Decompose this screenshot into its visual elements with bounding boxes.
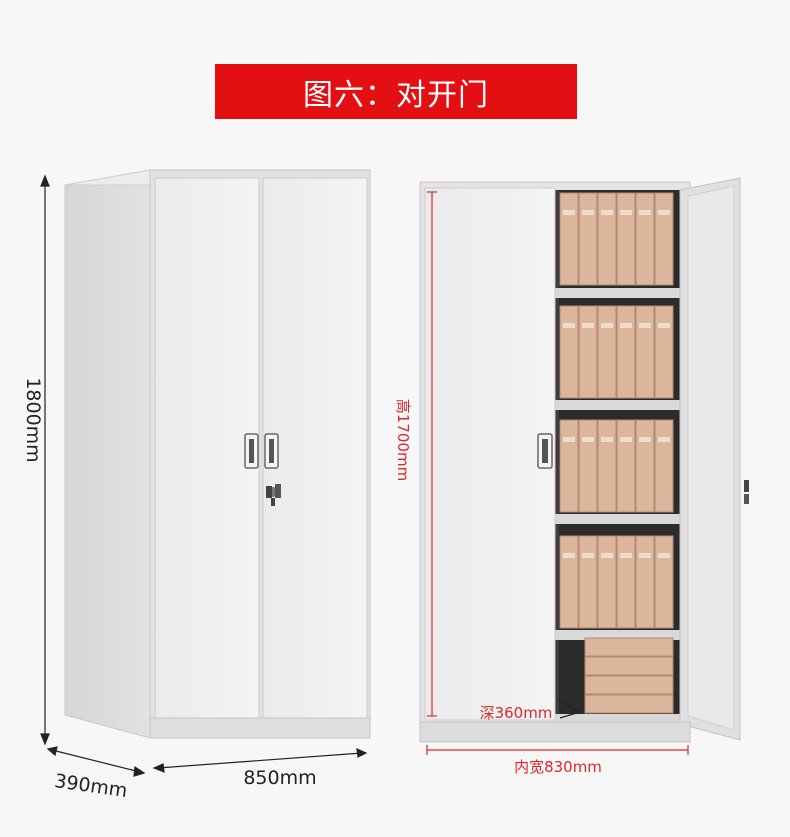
right-door	[262, 177, 368, 719]
left-dimensions	[40, 174, 368, 777]
closed-door	[424, 187, 556, 721]
depth-dimension-label: 390mm	[53, 770, 129, 802]
title-text: 图六：对开门	[303, 77, 489, 113]
left-cabinet	[64, 169, 371, 739]
lock-key-icon	[266, 484, 281, 506]
inner-dimensions	[426, 191, 689, 755]
inner-height-label: 高1700mm	[394, 399, 412, 481]
open-door-key-icon	[744, 480, 749, 504]
width-dimension-label: 850mm	[243, 767, 316, 789]
inner-depth-label: 深360mm	[480, 704, 553, 722]
file-boxes-row-1	[559, 192, 674, 286]
right-cabinet	[419, 177, 749, 743]
file-boxes-row-3	[559, 419, 674, 513]
title-banner: 图六：对开门	[215, 64, 577, 119]
file-boxes-row-2	[559, 305, 674, 399]
shelves	[555, 288, 680, 722]
depth-arrow	[557, 699, 581, 719]
left-door	[154, 177, 260, 719]
file-boxes-stacked	[584, 637, 674, 714]
height-dimension-label: 1800mm	[22, 377, 44, 462]
file-boxes-row-4	[559, 535, 674, 629]
inner-width-label: 内宽830mm	[514, 758, 602, 776]
